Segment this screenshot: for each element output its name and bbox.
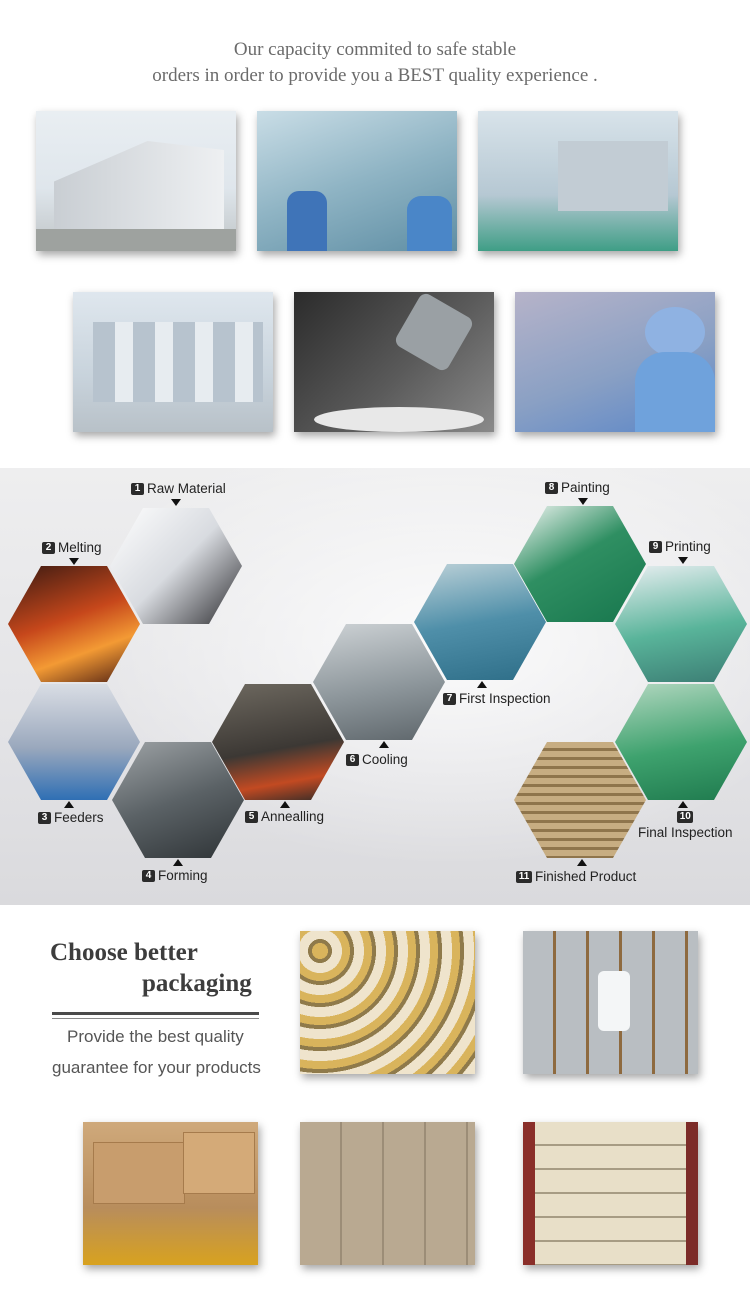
packaging-divider — [52, 1012, 259, 1015]
arrow-up-icon — [477, 681, 487, 688]
boxed-bottles-photo — [300, 931, 475, 1074]
arrow-up-icon — [64, 801, 74, 808]
arrow-down-icon — [171, 499, 181, 506]
pallet-boxes-photo — [300, 1122, 475, 1265]
packaging-title-line1: Choose better — [50, 939, 198, 966]
coating-line-workers-photo — [257, 111, 457, 251]
clean-room-machines-photo — [478, 111, 678, 251]
bottle-tray-photo — [523, 931, 698, 1074]
packaging-divider — [52, 1018, 259, 1019]
packaging-subtitle-line1: Provide the best quality — [67, 1027, 244, 1046]
factory-building-photo — [36, 111, 236, 251]
arrow-up-icon — [577, 859, 587, 866]
arrow-down-icon — [678, 557, 688, 564]
arrow-down-icon — [69, 558, 79, 565]
capacity-headline-line2: orders in order to provide you a BEST qu… — [152, 65, 598, 86]
arrow-up-icon — [280, 801, 290, 808]
packaging-title-line2: packaging — [142, 970, 252, 997]
arrow-down-icon — [578, 498, 588, 505]
spray-nozzle-photo — [294, 292, 494, 432]
container-loaded-photo — [523, 1122, 698, 1265]
capacity-headline-line1: Our capacity commited to safe stable — [233, 39, 517, 60]
inspection-workers-photo — [515, 292, 715, 432]
arrow-up-icon — [678, 801, 688, 808]
packaging-subtitle-line2: guarantee for your products — [52, 1058, 261, 1077]
arrow-up-icon — [173, 859, 183, 866]
arrow-up-icon — [379, 741, 389, 748]
automated-line-photo — [73, 292, 273, 432]
carton-boxes-photo — [83, 1122, 258, 1265]
